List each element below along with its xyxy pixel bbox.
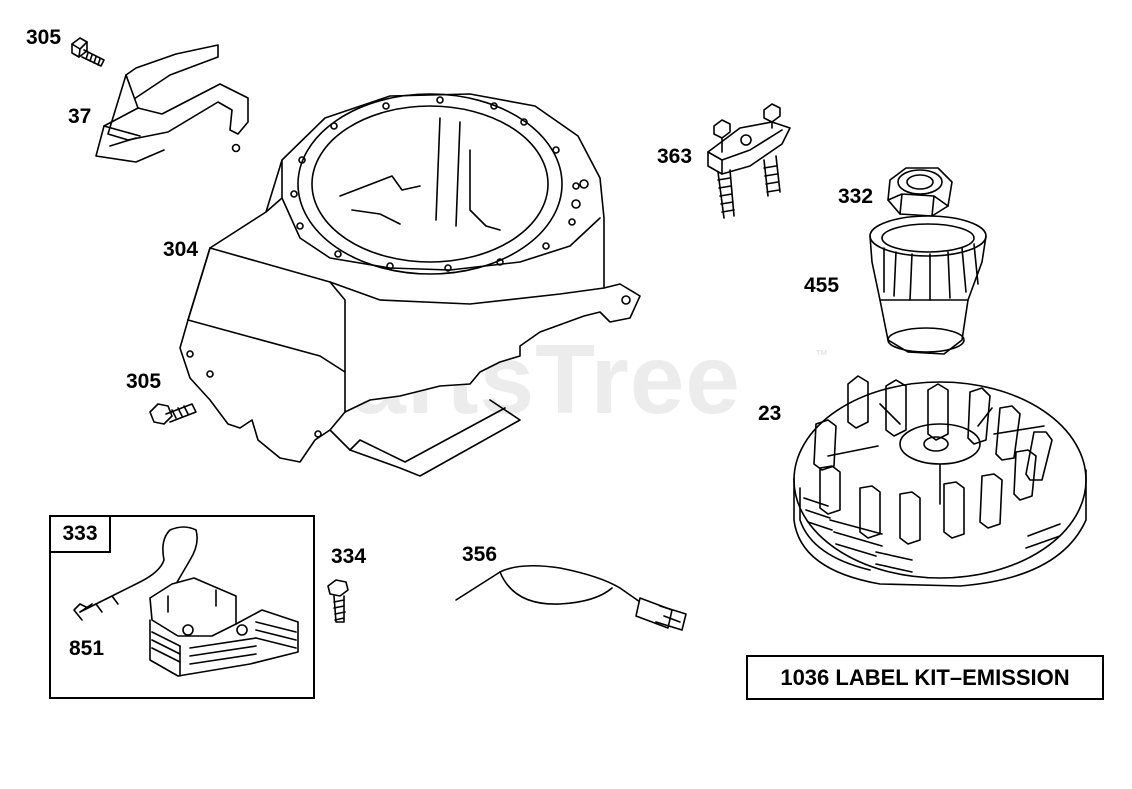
callout-37[interactable]: 37	[68, 105, 92, 128]
part-37-deflector[interactable]	[95, 44, 249, 163]
part-334-screw[interactable]	[327, 579, 349, 623]
part-332-nut[interactable]	[887, 167, 953, 217]
callout-23[interactable]: 23	[758, 402, 782, 425]
part-304-blower-housing[interactable]	[179, 93, 641, 477]
callout-305-top[interactable]: 305	[26, 26, 62, 49]
callout-305-side[interactable]: 305	[126, 370, 162, 393]
part-305-side-bolt[interactable]	[149, 403, 197, 425]
part-851-armature[interactable]	[73, 526, 299, 677]
callout-356[interactable]: 356	[462, 543, 498, 566]
callout-333[interactable]: 333	[49, 515, 111, 553]
callout-304[interactable]: 304	[163, 238, 199, 261]
callout-455[interactable]: 455	[804, 274, 840, 297]
part-356-ground-wire[interactable]	[455, 564, 687, 631]
callout-363[interactable]: 363	[657, 145, 693, 168]
label-kit-callout[interactable]: 1036 LABEL KIT–EMISSION	[746, 655, 1104, 700]
armature-group-frame	[49, 515, 315, 699]
part-305-top-bolt[interactable]	[71, 37, 105, 67]
part-455-cup[interactable]	[869, 215, 987, 355]
trademark-symbol: ™	[815, 347, 828, 362]
callout-332[interactable]: 332	[838, 185, 874, 208]
part-363-terminal-block[interactable]	[707, 103, 791, 219]
callout-851[interactable]: 851	[69, 637, 105, 660]
callout-334[interactable]: 334	[331, 545, 367, 568]
part-23-flywheel[interactable]	[793, 375, 1087, 587]
